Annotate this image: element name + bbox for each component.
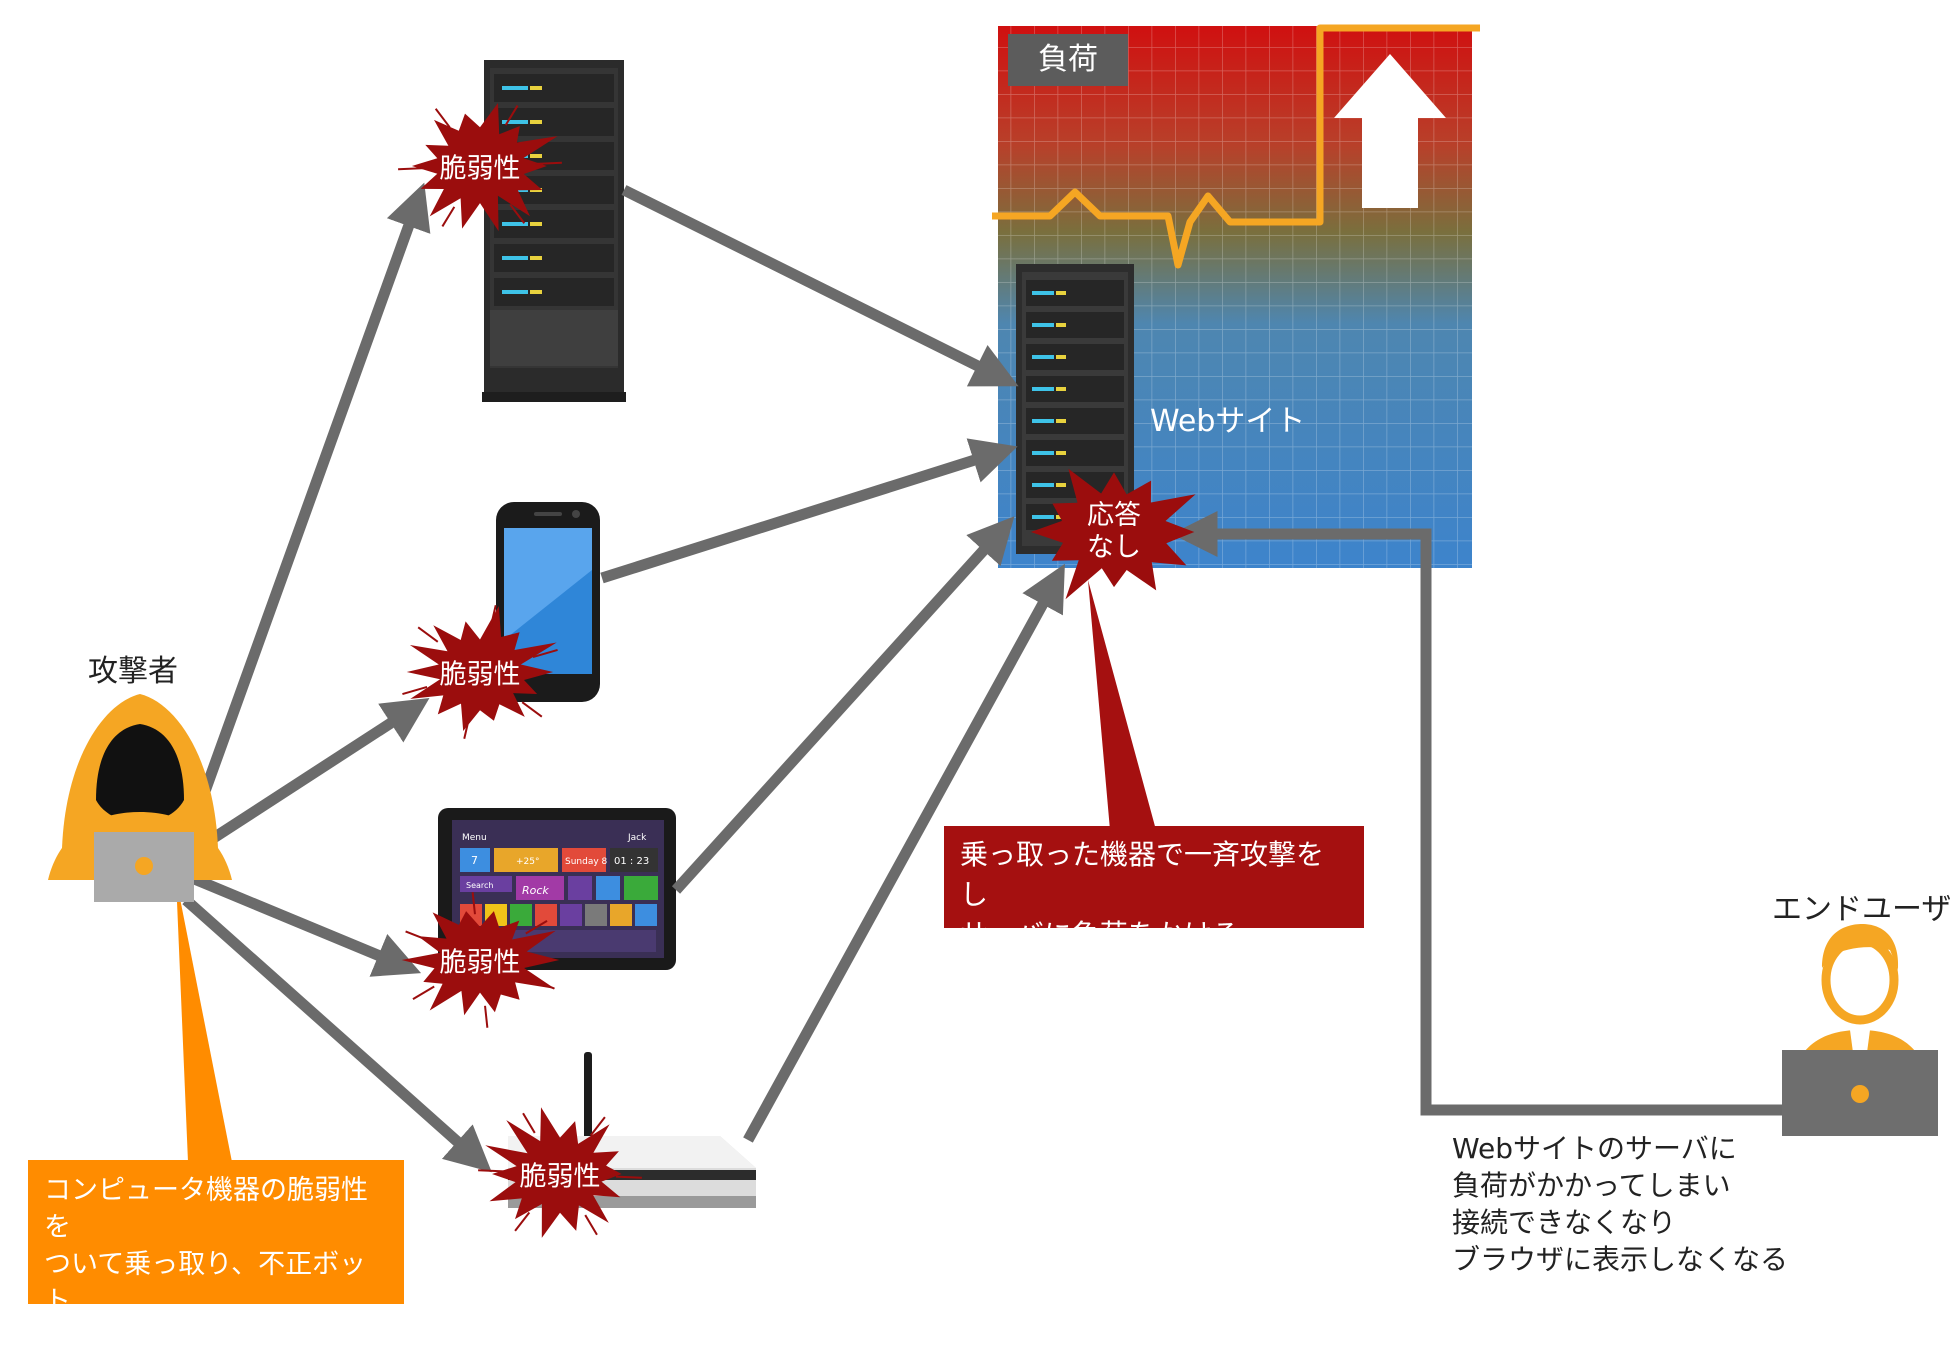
crack-line bbox=[484, 1005, 489, 1028]
tablet-tile-time: 01 : 23 bbox=[614, 856, 649, 867]
crack-line bbox=[441, 206, 456, 227]
crack-line bbox=[532, 648, 558, 659]
no-response-burst bbox=[1030, 468, 1196, 600]
crack-line bbox=[509, 204, 526, 224]
crack-line bbox=[463, 716, 471, 739]
attack-callout-line-1: 乗っ取った機器で一斉攻撃をし bbox=[960, 838, 1325, 911]
crack-line bbox=[471, 892, 476, 915]
end-user-note-line-1: Webサイトのサーバに bbox=[1452, 1132, 1737, 1165]
arrow-router-to-website bbox=[743, 563, 1065, 1143]
attacker-callout-line-2: ついて乗っ取り、不正ボット bbox=[44, 1249, 367, 1317]
load-label: 負荷 bbox=[1008, 34, 1128, 86]
vulnerability-label-tablet: 脆弱性 bbox=[439, 947, 521, 979]
attacker-callout: コンピュータ機器の脆弱性を ついて乗っ取り、不正ボット などを忍ばせる bbox=[28, 1160, 404, 1354]
crack-line bbox=[412, 985, 435, 1001]
vulnerability-label-router: 脆弱性 bbox=[519, 1161, 601, 1193]
arrow-attacker-to-phone bbox=[189, 697, 430, 857]
tablet-menu-text: Menu bbox=[462, 833, 487, 843]
arrow-user-to-website bbox=[1171, 510, 1782, 1116]
arrow-tablet-to-website bbox=[671, 516, 1015, 894]
compromised-server-icon bbox=[482, 60, 626, 402]
attack-arrows bbox=[180, 182, 1782, 1173]
tablet-tile-day: Sunday 8 bbox=[565, 857, 608, 867]
load-line bbox=[992, 24, 1480, 269]
attacker-label: 攻撃者 bbox=[88, 654, 178, 689]
crack-line bbox=[615, 1175, 642, 1179]
crack-line bbox=[521, 701, 543, 718]
crack-line bbox=[522, 1112, 536, 1134]
arrow-attacker-to-tablet bbox=[189, 872, 422, 977]
end-user-note: Webサイトのサーバに 負荷がかかってしまい 接続できなくなり ブラウザに表示し… bbox=[1452, 1130, 1788, 1278]
arrow-server-to-website bbox=[621, 185, 1019, 387]
end-user-note-line-2: 負荷がかかってしまい bbox=[1452, 1169, 1731, 1202]
vulnerability-burst-1 bbox=[406, 606, 557, 731]
crack-line bbox=[402, 685, 428, 696]
crack-line bbox=[398, 167, 425, 171]
crack-line bbox=[525, 919, 548, 935]
vulnerability-label-server: 脆弱性 bbox=[439, 153, 521, 185]
crack-line bbox=[489, 605, 497, 628]
tablet-tile-weather: +25° bbox=[516, 857, 540, 867]
crack-line bbox=[530, 978, 555, 990]
attack-callout-line-2: サーバに負荷をかける bbox=[960, 918, 1240, 951]
no-response-label: 応答 なし bbox=[1087, 500, 1141, 564]
tablet-user-text: Jack bbox=[627, 833, 647, 843]
ddos-diagram: Menu Jack 7 +25° Sunday 8 01 : 23 Search… bbox=[48, 24, 1938, 1238]
vulnerability-burst-3 bbox=[485, 1107, 622, 1238]
crack-line bbox=[405, 930, 430, 942]
arrow-phone-to-website bbox=[600, 438, 1018, 584]
attacker-callout-line-1: コンピュータ機器の脆弱性を bbox=[44, 1175, 368, 1243]
vulnerability-burst-0 bbox=[411, 103, 558, 232]
attacker-callout-line-3: などを忍ばせる bbox=[44, 1323, 233, 1354]
tablet-tile-date: 7 bbox=[471, 854, 478, 867]
crack-line bbox=[434, 108, 451, 128]
crack-line bbox=[584, 1214, 598, 1236]
crack-line bbox=[417, 626, 439, 643]
attack-callout-pointer bbox=[1088, 580, 1156, 830]
crack-line bbox=[478, 1169, 505, 1173]
arrow-attacker-to-router bbox=[182, 895, 492, 1173]
tablet-tile-search: Search bbox=[466, 881, 493, 890]
tablet-tile-music: Rock bbox=[522, 884, 549, 897]
no-response-line-2: なし bbox=[1087, 532, 1141, 563]
arrow-attacker-to-server bbox=[180, 182, 431, 846]
crack-line bbox=[514, 1211, 531, 1232]
end-user-label: エンドユーザ bbox=[1772, 892, 1952, 927]
website-label: Webサイト bbox=[1150, 404, 1306, 439]
vulnerability-burst-2 bbox=[401, 911, 560, 1016]
attacker-callout-pointer bbox=[176, 878, 232, 1162]
end-user-figure bbox=[1782, 924, 1938, 1136]
vulnerability-label-phone: 脆弱性 bbox=[439, 659, 521, 691]
crack-line bbox=[535, 161, 562, 165]
vulnerability-bursts bbox=[398, 103, 642, 1238]
attacker-figure bbox=[48, 694, 232, 902]
no-response-line-1: 応答 bbox=[1087, 500, 1141, 531]
end-user-note-line-4: ブラウザに表示しなくなる bbox=[1452, 1243, 1789, 1276]
crack-line bbox=[589, 1116, 606, 1137]
load-up-arrow-icon bbox=[1334, 54, 1446, 208]
attack-callout: 乗っ取った機器で一斉攻撃をし サーバに負荷をかける bbox=[944, 826, 1364, 951]
crack-line bbox=[504, 105, 519, 126]
end-user-note-line-3: 接続できなくなり bbox=[1452, 1206, 1677, 1239]
